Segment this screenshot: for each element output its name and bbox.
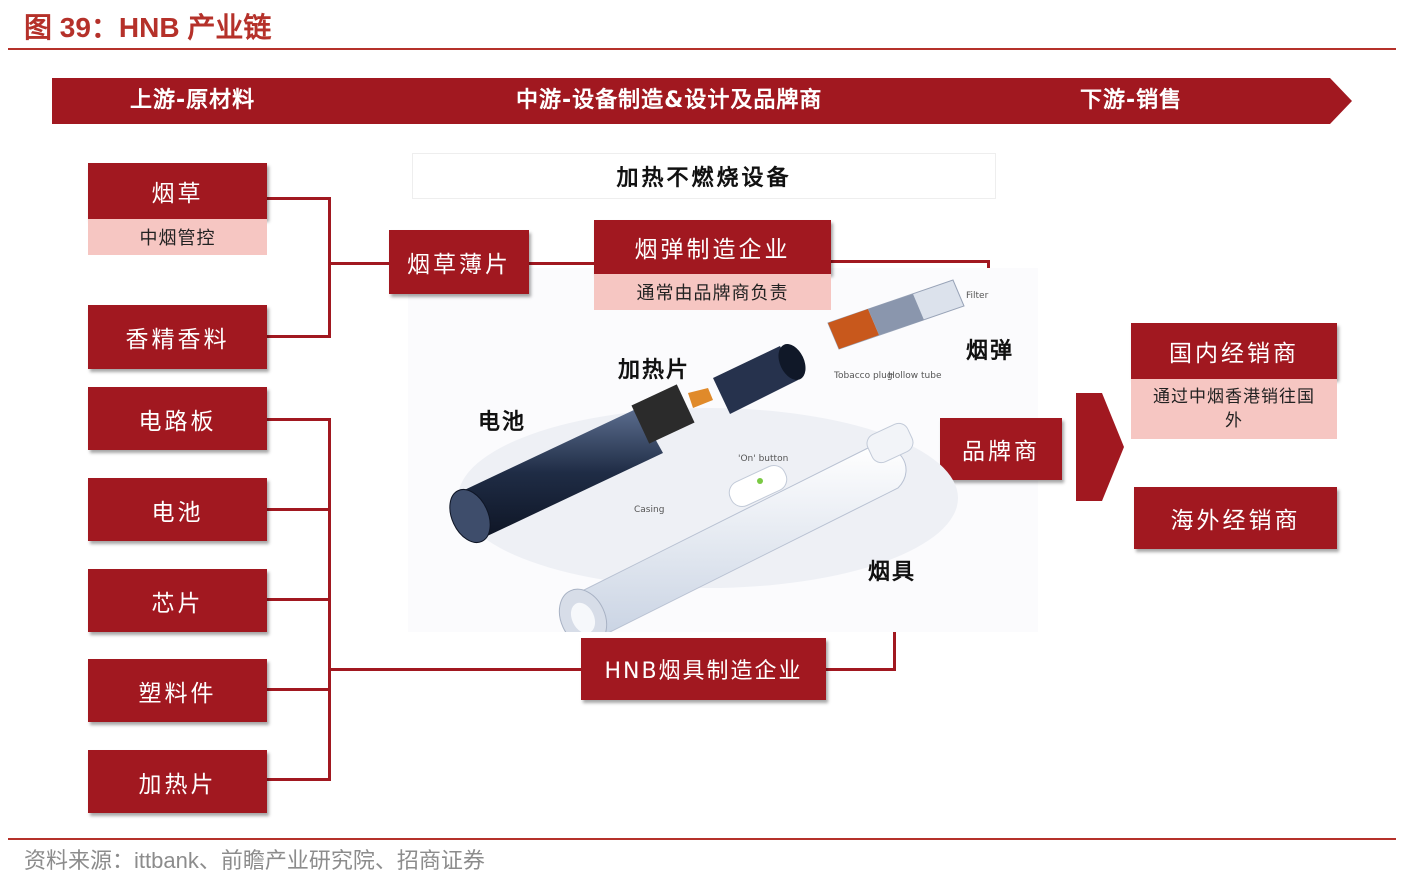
connector <box>266 598 330 601</box>
figure-title: 图 39：HNB 产业链 <box>24 12 272 43</box>
upstream-tobacco-box: 烟草 <box>88 163 267 219</box>
connector <box>266 197 330 200</box>
label-heating-blade: 加热片 <box>618 358 691 383</box>
source-note: 资料来源：ittbank、前瞻产业研究院、招商证券 <box>24 848 485 873</box>
upstream-circuit-board-box: 电路板 <box>88 387 267 450</box>
connector <box>328 197 331 338</box>
upstream-chip-box: 芯片 <box>88 569 267 632</box>
brand-box: 品牌商 <box>940 418 1062 480</box>
charger-barrel-shape <box>449 344 806 543</box>
tobacco-sheet-box: 烟草薄片 <box>389 230 529 294</box>
title-rule <box>8 48 1396 50</box>
connector <box>830 260 990 263</box>
label-device: 烟具 <box>868 560 917 585</box>
tobacco-note: 中烟管控 <box>88 219 267 255</box>
downstream-arrow <box>1076 393 1124 501</box>
overseas-distributor-box: 海外经销商 <box>1134 487 1337 549</box>
domestic-distributor-box: 国内经销商 <box>1131 323 1337 379</box>
upstream-battery-box: 电池 <box>88 478 267 541</box>
domestic-distributor-note: 通过中烟香港销往国外 <box>1131 379 1337 439</box>
upstream-heating-blade-box: 加热片 <box>88 750 267 813</box>
connector <box>266 778 330 781</box>
connector <box>266 335 330 338</box>
connector <box>328 418 331 781</box>
device-panel-title: 加热不燃烧设备 <box>412 153 996 199</box>
tobacco-plug-text: Tobacco plug <box>833 371 893 381</box>
upstream-flavor-box: 香精香料 <box>88 305 267 369</box>
stage-upstream: 上游-原材料 <box>130 88 256 113</box>
stage-midstream: 中游-设备制造&设计及品牌商 <box>516 88 823 113</box>
connector <box>266 508 330 511</box>
connector <box>893 600 896 671</box>
connector <box>528 262 596 265</box>
label-cartridge: 烟弹 <box>966 339 1015 364</box>
stage-arrow-banner <box>52 78 1352 124</box>
connector <box>266 688 330 691</box>
source-rule <box>8 838 1396 840</box>
connector <box>266 418 330 421</box>
cartridge-maker-box: 烟弹制造企业 <box>594 220 831 274</box>
label-battery: 电池 <box>478 410 527 435</box>
stage-downstream: 下游-销售 <box>1080 88 1183 113</box>
upstream-plastic-parts-box: 塑料件 <box>88 659 267 722</box>
connector <box>826 668 896 671</box>
connector <box>328 262 390 265</box>
connector <box>328 668 582 671</box>
filter-text: Filter <box>966 291 989 301</box>
casing-text: Casing <box>634 505 664 515</box>
cartridge-maker-note: 通常由品牌商负责 <box>594 274 831 310</box>
hnb-device-illustration: Filter Tobacco plug Hollow tube 'On' but… <box>449 279 989 632</box>
hollow-tube-text: Hollow tube <box>888 371 942 381</box>
on-button-text: 'On' button <box>738 454 788 464</box>
casing-shape <box>558 422 914 632</box>
cartridge-shape <box>827 279 965 350</box>
device-maker-box: HNB烟具制造企业 <box>581 638 826 700</box>
